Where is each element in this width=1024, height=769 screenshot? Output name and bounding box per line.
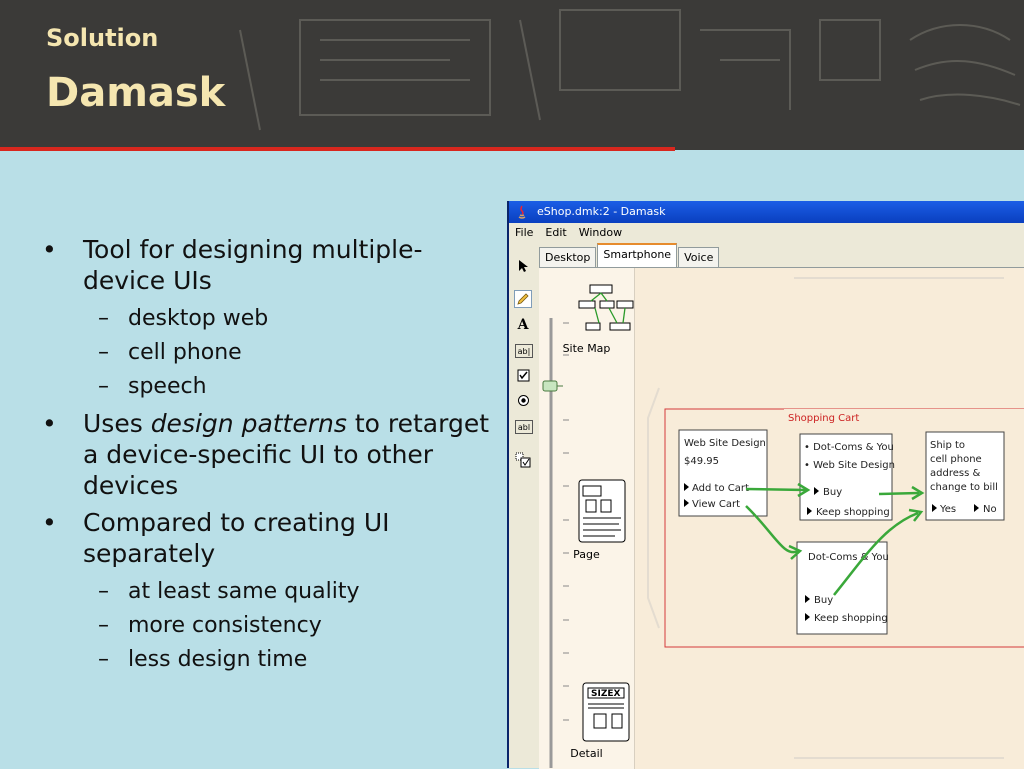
- svg-text:Dot-Coms & You: Dot-Coms & You: [808, 552, 889, 563]
- group-label: Shopping Cart: [788, 413, 859, 424]
- svg-text:Buy: Buy: [814, 595, 833, 606]
- menu-window[interactable]: Window: [578, 226, 623, 239]
- svg-text:cell phone: cell phone: [930, 454, 982, 465]
- textbox-icon[interactable]: ab|: [515, 344, 533, 358]
- sketch-page-1: Web Site Design $49.95 Add to Cart View …: [678, 429, 768, 517]
- menu-file[interactable]: File: [515, 226, 534, 239]
- radio-icon[interactable]: [514, 391, 532, 409]
- damask-app-window: eShop.dmk:2 - Damask File Edit Window A …: [507, 201, 1024, 769]
- slide-title: Damask: [46, 70, 226, 116]
- detail-label[interactable]: Detail: [570, 747, 603, 760]
- menu-bar: File Edit Window: [509, 223, 1024, 243]
- sub-bullet: –cell phone: [98, 340, 242, 365]
- svg-text:Keep shopping: Keep shopping: [816, 507, 890, 518]
- svg-text:Keep shopping: Keep shopping: [814, 613, 888, 624]
- menu-edit[interactable]: Edit: [545, 226, 567, 239]
- chalkboard-background: [239, 9, 1021, 131]
- pencil-icon[interactable]: [514, 290, 532, 308]
- title-underline: [0, 147, 675, 151]
- tab-voice[interactable]: Voice: [678, 247, 720, 267]
- sub-bullet-text: speech: [128, 374, 207, 399]
- zoom-slider[interactable]: SIZEX: [539, 268, 634, 769]
- checkbox-icon[interactable]: [514, 366, 532, 384]
- sub-bullet: –desktop web: [98, 306, 269, 331]
- svg-text:• Dot-Coms & You: • Dot-Coms & You: [804, 442, 894, 453]
- section-subtitle: Solution: [46, 24, 159, 52]
- svg-text:Web Site Design: Web Site Design: [684, 438, 766, 449]
- sketch-page-2: • Dot-Coms & You • Web Site Design Buy K…: [799, 433, 895, 521]
- sub-bullet: –speech: [98, 374, 207, 399]
- bullet-dot: •: [42, 508, 57, 537]
- svg-text:Add to Cart: Add to Cart: [692, 483, 749, 494]
- sub-bullet: –less design time: [98, 647, 308, 672]
- window-titlebar[interactable]: eShop.dmk:2 - Damask: [509, 201, 1024, 223]
- group-icon[interactable]: [514, 451, 532, 469]
- sub-bullet-text: less design time: [128, 647, 308, 672]
- svg-text:Yes: Yes: [939, 504, 956, 515]
- bullet-dot: •: [42, 235, 57, 264]
- bullet-item: • Tool for designing multiple-device UIs: [42, 234, 502, 296]
- transition-arrows: [745, 482, 925, 596]
- svg-text:No: No: [983, 504, 997, 515]
- bullet-dot: •: [42, 409, 57, 438]
- svg-text:• Web Site Design: • Web Site Design: [804, 460, 895, 471]
- sitemap-label[interactable]: Site Map: [562, 342, 611, 355]
- page-thumbnail: [578, 479, 626, 543]
- tab-desktop[interactable]: Desktop: [539, 247, 597, 267]
- svg-text:address &: address &: [930, 468, 980, 479]
- bullet-text-suffix: to retarget a device-specific UI to othe…: [83, 409, 490, 500]
- sitemap-thumbnail: [578, 284, 634, 331]
- detail-thumbnail: [582, 682, 630, 742]
- bullet-item: • Uses design patterns to retarget a dev…: [42, 408, 502, 501]
- tool-palette: A ab| abl: [509, 243, 537, 768]
- zoom-pane: SIZEX Site Map Page Detail: [539, 268, 635, 769]
- sketch-page-4: Dot-Coms & You Buy Keep shopping: [796, 541, 889, 635]
- svg-text:SIZEX: SIZEX: [591, 689, 621, 699]
- tab-smartphone[interactable]: Smartphone: [597, 243, 678, 267]
- text-icon[interactable]: A: [517, 317, 529, 333]
- sub-bullet-text: desktop web: [128, 306, 269, 331]
- device-tabs: Desktop Smartphone Voice: [539, 243, 720, 267]
- svg-text:$49.95: $49.95: [684, 456, 719, 467]
- window-title: eShop.dmk:2 - Damask: [537, 205, 666, 218]
- label-icon[interactable]: abl: [515, 420, 533, 434]
- sub-bullet: –more consistency: [98, 613, 322, 638]
- bullet-item: • Compared to creating UI separately: [42, 507, 502, 569]
- svg-text:change to bill: change to bill: [930, 482, 998, 493]
- java-app-icon: [518, 205, 526, 219]
- svg-text:Ship to: Ship to: [930, 440, 965, 451]
- bullet-list: • Tool for designing multiple-device UIs…: [42, 234, 502, 677]
- sub-bullet: –at least same quality: [98, 579, 360, 604]
- sketch-page-3: Ship to cell phone address & change to b…: [925, 431, 1005, 521]
- svg-text:Buy: Buy: [823, 487, 842, 498]
- page-label[interactable]: Page: [573, 548, 600, 561]
- sub-bullet-text: more consistency: [128, 613, 322, 638]
- bullet-text: Compared to creating UI separately: [83, 508, 390, 568]
- bullet-text-prefix: Uses: [83, 409, 151, 438]
- sub-bullet-text: at least same quality: [128, 579, 360, 604]
- slide-header: Solution Damask: [0, 0, 1024, 150]
- bullet-emphasis: design patterns: [150, 409, 347, 438]
- sub-bullet-text: cell phone: [128, 340, 242, 365]
- storyboard-area[interactable]: Shopping Cart Web Site Design $49.95 Add…: [634, 268, 1024, 769]
- bullet-text: Tool for designing multiple-device UIs: [83, 235, 423, 295]
- arrow-icon[interactable]: [514, 257, 532, 275]
- svg-text:View Cart: View Cart: [692, 499, 740, 510]
- design-canvas[interactable]: SIZEX Site Map Page Detail Shopping Cart…: [539, 267, 1024, 769]
